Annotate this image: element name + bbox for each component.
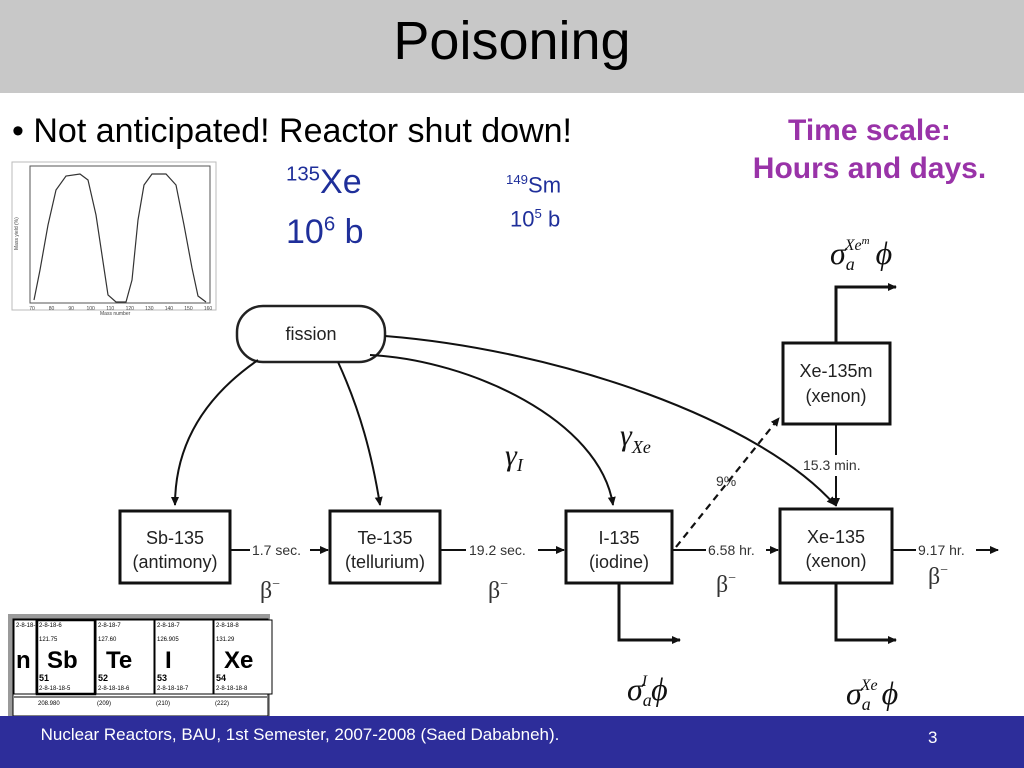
i135-sub: (iodine) — [589, 552, 649, 572]
yield-x-tick: 150 — [184, 306, 193, 312]
element-config-2: 2-8-18-18-7 — [157, 686, 189, 692]
element-mass-next-row: (209) — [97, 701, 111, 707]
element-config-2: 2-8-18-18-8 — [216, 686, 248, 692]
mass-yield-chart: Mass yield (%) Mass number 70 80 90 100 110 1… — [11, 161, 217, 317]
element-mass: 121.75 — [39, 637, 58, 643]
footer-bar — [0, 716, 1024, 768]
xe-cross-section: 106 b — [286, 213, 364, 251]
beta-sb: β− — [260, 577, 280, 604]
gamma-iodine: γI — [505, 439, 524, 475]
element-number: 54 — [216, 673, 226, 683]
yield-x-tick: 80 — [49, 306, 55, 312]
xe135-sub: (xenon) — [805, 551, 866, 571]
title-bar — [0, 0, 1024, 93]
sm-isotope-label: 149Sm — [506, 172, 562, 198]
xe-halflife: 9.17 hr. — [918, 542, 965, 558]
element-number: 52 — [98, 673, 108, 683]
yield-x-tick: 120 — [126, 306, 135, 312]
i135-box — [564, 509, 674, 585]
isomer-branch-arrow — [675, 417, 780, 548]
timescale-line-2: Hours and days. — [752, 152, 987, 185]
element-config: 2-8-18-5 — [16, 623, 39, 629]
element-cell — [95, 619, 155, 695]
te135-name: Te-135 — [357, 528, 412, 548]
yield-x-tick: 70 — [29, 306, 35, 312]
fission-node — [235, 304, 387, 364]
xe-isotope-label: 135Xe — [286, 163, 362, 201]
element-mass: 131.29 — [216, 637, 235, 643]
element-number: 51 — [39, 673, 49, 683]
sm-cross-section: 105 b — [510, 206, 561, 232]
sb135-name: Sb-135 — [146, 528, 204, 548]
element-mass: 126.905 — [157, 637, 179, 643]
gamma-xenon: γXe — [620, 419, 651, 457]
page-number: 3 — [928, 728, 938, 747]
timescale-line-1: Time scale: — [788, 114, 951, 147]
sb135-box — [118, 509, 232, 585]
te135-box — [328, 509, 442, 585]
beta-te: β− — [488, 577, 508, 604]
element-mass: 127.60 — [98, 637, 117, 643]
element-config: 2-8-18-7 — [157, 623, 180, 629]
element-config-2: 2-8-18-18-5 — [39, 686, 71, 692]
yield-curve — [33, 173, 207, 303]
element-mass-next-row: 208.980 — [38, 701, 60, 707]
beta-i: β− — [716, 571, 736, 598]
xe135-name: Xe-135 — [807, 527, 865, 547]
element-symbol: Xe — [224, 647, 253, 674]
i135-name: I-135 — [598, 528, 639, 548]
fission-label: fission — [285, 324, 336, 344]
element-mass-next-row: (222) — [215, 701, 229, 707]
bullet-point: • Not anticipated! Reactor shut down! — [12, 112, 572, 150]
sb-halflife: 1.7 sec. — [252, 542, 301, 558]
element-config-2: 2-8-18-18-6 — [98, 686, 130, 692]
yield-x-tick: 130 — [145, 306, 154, 312]
element-cell — [35, 618, 97, 696]
element-symbol: Te — [106, 647, 132, 674]
element-cell — [154, 619, 214, 695]
yield-ylabel: Mass yield (%) — [14, 217, 20, 250]
xe135m-sub: (xenon) — [805, 386, 866, 406]
yield-x-tick: 100 — [86, 306, 95, 312]
xe135m-box — [781, 341, 892, 426]
element-config: 2-8-18-6 — [39, 623, 62, 629]
yield-x-tick: 110 — [106, 306, 114, 312]
yield-x-tick: 160 — [204, 306, 213, 312]
timescale-note: Time scale: Hours and days. — [722, 112, 1017, 188]
xem-halflife: 15.3 min. — [803, 457, 861, 473]
yield-xlabel: Mass number — [100, 311, 131, 317]
sb135-sub: (antimony) — [132, 552, 217, 572]
slide-title: Poisoning — [393, 11, 631, 71]
yield-x-tick: 140 — [165, 306, 174, 312]
yield-x-tick: 90 — [68, 306, 74, 312]
element-mass-next-row: (210) — [156, 701, 170, 707]
footer-credit: Nuclear Reactors, BAU, 1st Semester, 200… — [40, 725, 560, 744]
te-halflife: 19.2 sec. — [469, 542, 526, 558]
decay-chain-diagram: Mass yield (%) Mass number 70 80 90 100 110 1… — [8, 161, 999, 716]
te135-sub: (tellurium) — [345, 552, 425, 572]
element-symbol: n — [16, 647, 31, 674]
xe135-box — [778, 507, 894, 585]
element-cell — [213, 619, 273, 695]
element-symbol: I — [165, 647, 172, 674]
i-halflife: 6.58 hr. — [708, 542, 755, 558]
branch-ratio: 9% — [716, 473, 736, 489]
beta-xe: β− — [928, 563, 948, 590]
element-config: 2-8-18-8 — [216, 623, 239, 629]
element-symbol: Sb — [47, 647, 78, 674]
xe135m-name: Xe-135m — [799, 361, 872, 381]
element-number: 53 — [157, 673, 167, 683]
element-config: 2-8-18-7 — [98, 623, 121, 629]
